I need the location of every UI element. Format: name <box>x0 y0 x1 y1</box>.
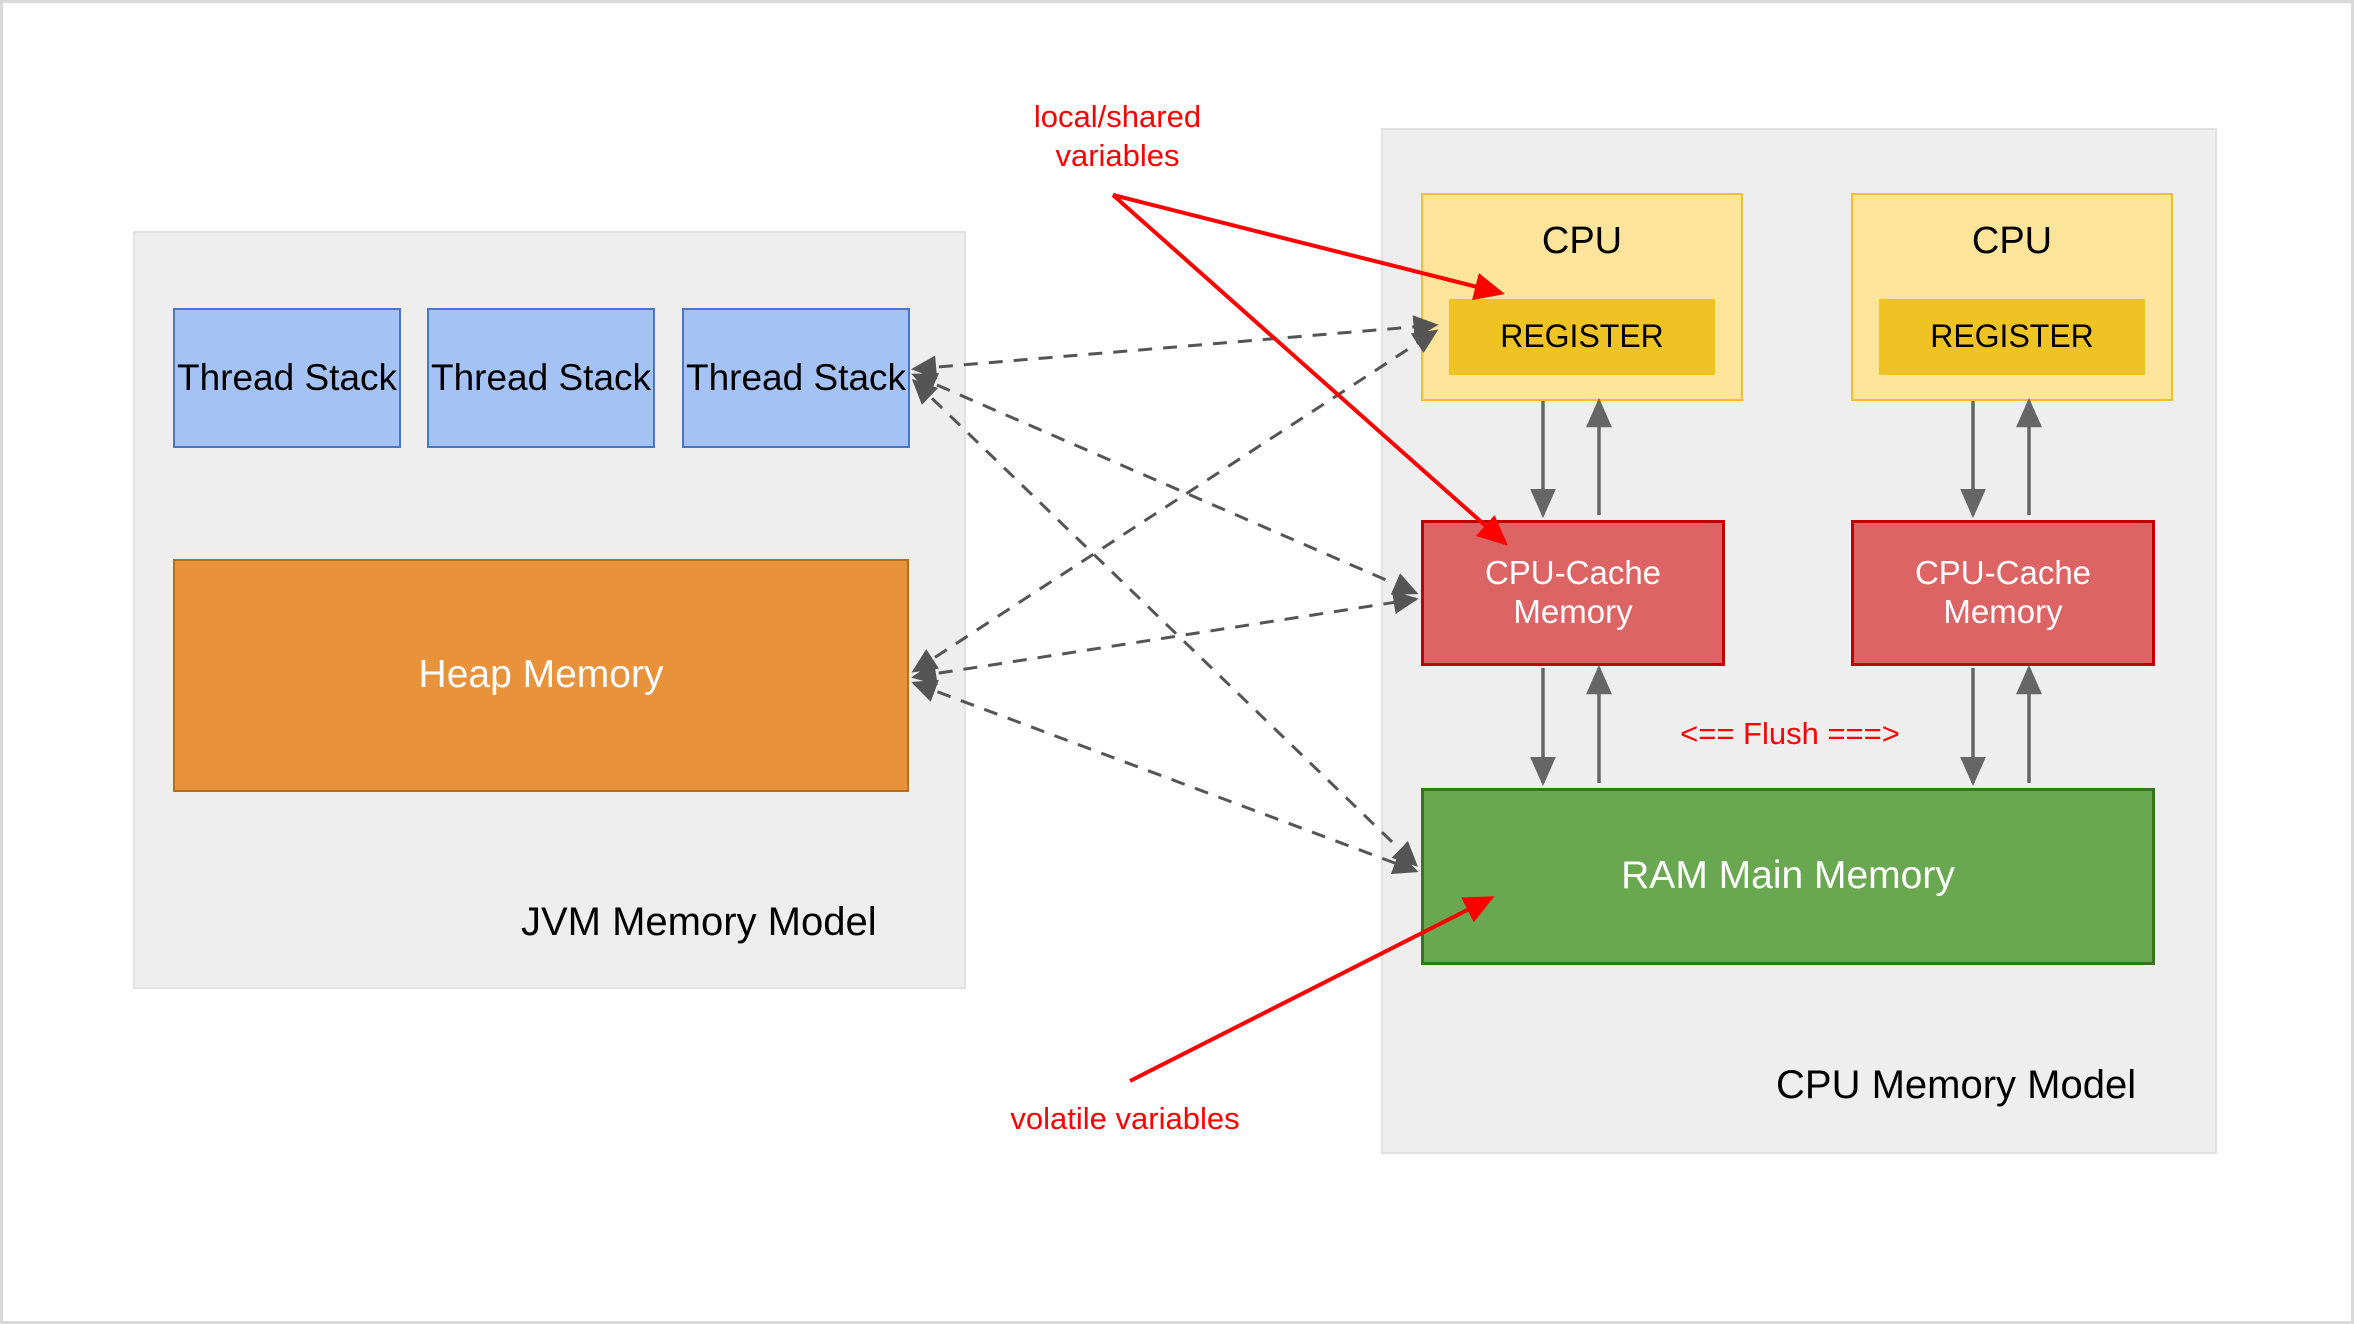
cpu-cache-memory-box-2[interactable]: CPU-Cache Memory <box>1851 520 2155 666</box>
dashed-connector-threadstack-ram <box>911 378 1418 867</box>
annotation-volatile-variables: volatile variables <box>1010 1101 1240 1136</box>
thread-stack-box-1[interactable]: Thread Stack <box>173 308 401 448</box>
dashed-connector-heap-register <box>911 329 1439 673</box>
ram-main-memory-box[interactable]: RAM Main Memory <box>1421 788 2155 965</box>
flush-label: <== Flush ===> <box>1680 716 1900 751</box>
register-box-2[interactable]: REGISTER <box>1879 299 2145 375</box>
jvm-memory-model-title: JVM Memory Model <box>521 900 877 944</box>
heap-memory-box[interactable]: Heap Memory <box>173 559 909 792</box>
register-box-1[interactable]: REGISTER <box>1449 299 1715 375</box>
dashed-connector-heap-cpucache <box>911 590 1419 686</box>
thread-stack-box-3[interactable]: Thread Stack <box>682 308 910 448</box>
dashed-connector-threadstack-register <box>911 315 1439 379</box>
cpu-memory-model-title: CPU Memory Model <box>1776 1063 2137 1107</box>
cpu-cache-memory-box-1[interactable]: CPU-Cache Memory <box>1421 520 1725 666</box>
dashed-connector-threadstack-cpucache <box>911 373 1419 595</box>
thread-stack-box-2[interactable]: Thread Stack <box>427 308 655 448</box>
dashed-connector-heap-ram <box>911 679 1419 875</box>
annotation-local-shared-variables: local/shared variables <box>1033 99 1202 173</box>
